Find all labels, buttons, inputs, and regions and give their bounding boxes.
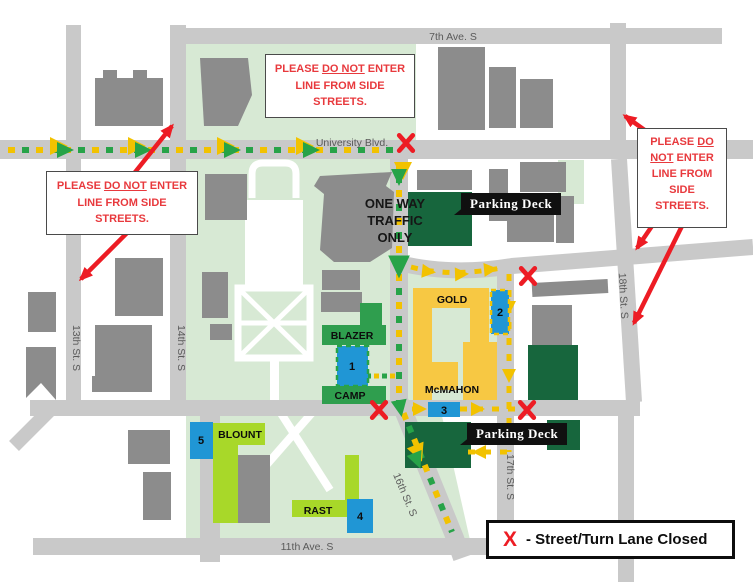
legend-x-symbol: X (503, 528, 518, 551)
blazer-hall (322, 325, 386, 345)
building-labels: BLAZER CAMP GOLD McMAHON BLOUNT RAST (218, 294, 479, 517)
label-camp: CAMP (335, 390, 366, 402)
warning-box-left: PLEASE DO NOT ENTER LINE FROM SIDE STREE… (46, 171, 198, 235)
label-13th-st: 13th St. S (70, 325, 82, 371)
label-rast: RAST (304, 505, 333, 517)
named-buildings (213, 288, 497, 523)
warning-text-suffix: ENTER LINE FROM SIDE STREETS. (295, 63, 406, 108)
stop-marker-3 (428, 402, 460, 417)
label-11th-ave: 11th Ave. S (281, 541, 334, 553)
warning-text-suffix: ENTER LINE FROM SIDE STREETS. (651, 151, 714, 212)
stop-marker-5 (190, 422, 213, 459)
street-curve-avenue (397, 239, 753, 279)
gold-hall (413, 288, 489, 308)
warning-text-suffix: ENTER LINE FROM SIDE STREETS. (77, 180, 188, 225)
label-18th-st: 18th St. S (616, 272, 630, 319)
one-way-sign: ONE WAY TRAFFIC ONLY (349, 196, 441, 247)
legend-label: - Street/Turn Lane Closed (526, 531, 708, 548)
warning-box-right: PLEASE DO NOT ENTER LINE FROM SIDE STREE… (637, 128, 727, 228)
warning-arrows (78, 114, 685, 326)
street-18th-upper (611, 158, 642, 403)
street-17th (497, 268, 514, 542)
warning-text-emphasis: DO NOT (321, 63, 365, 75)
gray-buildings (26, 47, 609, 523)
one-way-line1: ONE WAY (364, 196, 426, 211)
warning-box-top: PLEASE DO NOT ENTER LINE FROM SIDE STREE… (265, 54, 415, 118)
label-gold: GOLD (437, 294, 468, 306)
stop-marker-2 (489, 288, 511, 336)
warning-text-prefix: PLEASE (56, 180, 104, 192)
blount-hall (213, 423, 265, 445)
warning-text-emphasis: DO NOT (650, 136, 714, 164)
route-stop-markers: 1 2 3 4 5 (190, 288, 511, 533)
warning-text-prefix: PLEASE (274, 63, 322, 75)
warning-text-prefix: PLEASE (650, 136, 698, 148)
label-14th-st: 14th St. S (175, 325, 187, 371)
stop-3-number: 3 (441, 405, 447, 417)
stop-4-number: 4 (357, 511, 364, 523)
label-blount: BLOUNT (218, 429, 262, 441)
one-way-line2: TRAFFIC ONLY (367, 212, 423, 245)
stop-5-number: 5 (198, 435, 204, 447)
mcmahon-hall (463, 342, 497, 400)
street-7th-ave (186, 28, 722, 44)
label-mcmahon: McMAHON (425, 384, 479, 396)
stop-2-number: 2 (497, 307, 503, 319)
street-18th-top (610, 23, 626, 143)
parking-deck-label-south: Parking Deck (459, 423, 568, 445)
warning-text-emphasis: DO NOT (103, 180, 147, 192)
stop-1-number: 1 (349, 361, 355, 373)
camp-hall (322, 386, 386, 404)
stop-marker-1 (335, 344, 370, 388)
legend-box: X - Street/Turn Lane Closed (486, 520, 735, 559)
label-17th-st: 17th St. S (504, 454, 516, 500)
stop-marker-4 (347, 499, 373, 533)
rast-hall (292, 500, 348, 517)
label-blazer: BLAZER (331, 330, 374, 342)
parking-deck-label-north: Parking Deck (453, 193, 562, 215)
label-7th-ave: 7th Ave. S (429, 31, 477, 43)
label-university-blvd: University Blvd. (316, 137, 388, 149)
quad-paths (234, 159, 334, 493)
